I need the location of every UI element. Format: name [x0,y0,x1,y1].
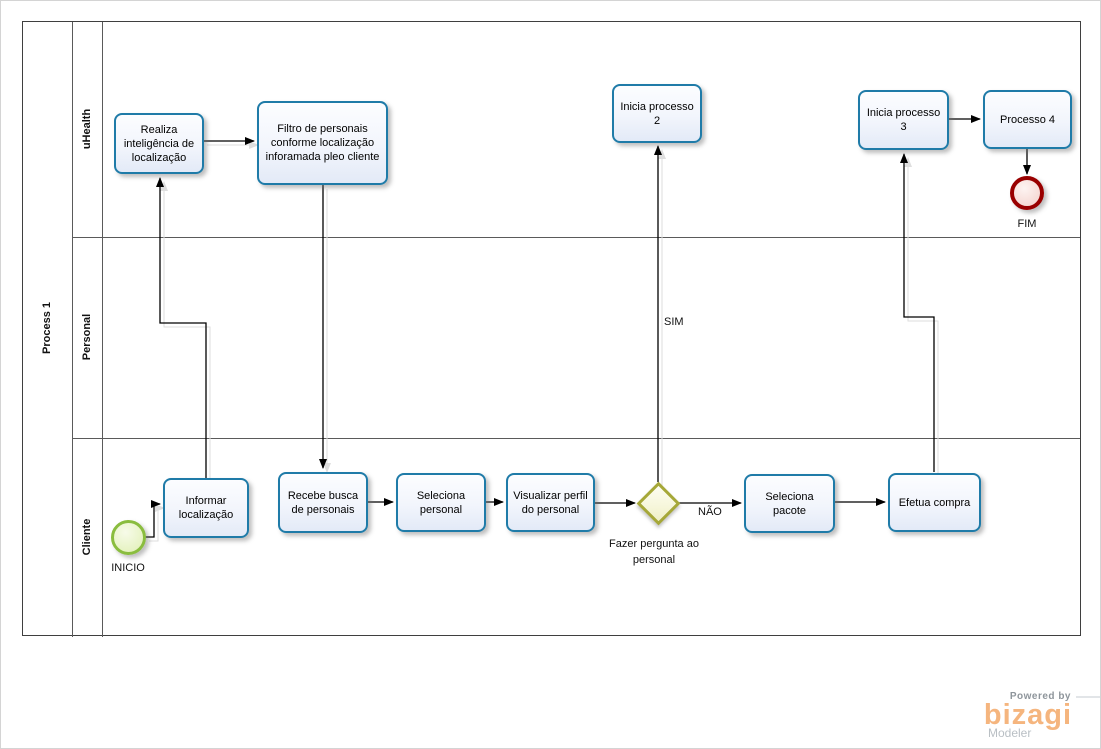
task-realiza-inteligencia[interactable]: Realiza inteligência de localização [114,113,204,174]
task-visualizar-perfil[interactable]: Visualizar perfil do personal [506,473,595,532]
end-event[interactable] [1010,176,1044,210]
brand-block: Powered by bizagi Modeler [968,691,1100,740]
edge-label-nao: NÃO [698,506,722,518]
pool-process-1 [22,21,1081,637]
brand-powered-by: Powered by [1009,691,1071,702]
lane-label-cliente: Cliente [81,518,93,556]
task-seleciona-personal[interactable]: Seleciona personal [396,473,486,532]
pool-label: Process 1 [41,302,53,354]
task-filtro-personais[interactable]: Filtro de personais conforme localização… [257,101,388,185]
lane-divider-2 [72,438,1080,439]
brand-rule [1076,695,1100,698]
lane-label-personal: Personal [81,313,93,361]
start-event[interactable] [111,520,146,555]
pool-header-divider [72,22,73,637]
task-informar-localizacao[interactable]: Informar localização [163,478,249,538]
end-event-label: FIM [1017,218,1037,230]
lane-header-divider [102,22,103,637]
lane-label-uhealth: uHealth [81,108,93,150]
task-inicia-processo-3[interactable]: Inicia processo 3 [858,90,949,150]
task-efetua-compra[interactable]: Efetua compra [888,473,981,532]
task-recebe-busca[interactable]: Recebe busca de personais [278,472,368,533]
lane-divider-1 [72,237,1080,238]
task-inicia-processo-2[interactable]: Inicia processo 2 [612,84,702,143]
task-processo-4[interactable]: Processo 4 [983,90,1072,149]
brand-product: Modeler [988,726,1032,740]
gateway-label: Fazer pergunta ao personal [609,538,699,566]
edge-label-sim: SIM [664,316,684,328]
brand-logo: bizagi [983,699,1073,731]
task-seleciona-pacote[interactable]: Seleciona pacote [744,474,835,533]
start-event-label: INICIO [111,562,145,574]
